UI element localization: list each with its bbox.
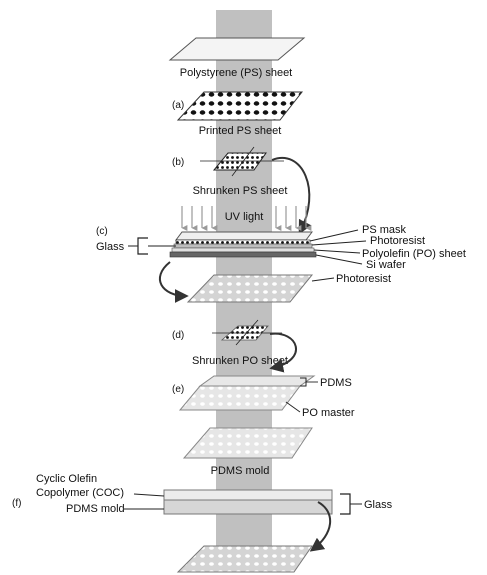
ps-sheet — [168, 37, 306, 61]
step-a-label: (a) — [172, 100, 184, 111]
shrunken-po-label: Shrunken PO sheet — [192, 355, 288, 367]
pdms-mold-label: PDMS mold — [211, 465, 270, 477]
photoresist-pattern-label: Photoresist — [336, 273, 391, 285]
glass-label-c: Glass — [96, 241, 125, 253]
step-b-label: (b) — [172, 157, 184, 168]
pdms-layer — [198, 375, 316, 387]
shrink-indicator-line — [231, 146, 255, 177]
printed-ps-sheet — [176, 91, 304, 121]
step-e-label: (e) — [172, 384, 184, 395]
glass-label-f: Glass — [364, 499, 393, 511]
transfer-arrow — [158, 261, 189, 303]
final-device — [176, 545, 313, 573]
ps-sheet-label: Polystyrene (PS) sheet — [180, 67, 293, 79]
step-f-label: (f) — [12, 498, 21, 509]
step-d-label: (d) — [172, 330, 184, 341]
po-sheet-layer — [171, 247, 315, 253]
photoresist-callout — [311, 277, 335, 282]
pdms-mold-label-f: PDMS mold — [66, 503, 125, 515]
printed-ps-label: Printed PS sheet — [199, 125, 282, 137]
photoresist-pattern-sheet — [186, 274, 314, 303]
shrunken-ps-label: Shrunken PS sheet — [193, 185, 288, 197]
po-master-label: PO master — [302, 407, 355, 419]
po-master — [178, 385, 301, 411]
shrunken-ps-sheet — [212, 152, 267, 171]
coc-label-line1: Cyclic Olefin — [36, 473, 97, 485]
shrink-indicator-line — [235, 319, 259, 346]
pdms-mold-layer-f — [163, 499, 333, 515]
step-c-label: (c) — [96, 226, 108, 237]
pdms-label: PDMS — [320, 377, 352, 389]
po-sheet-label: Polyolefin (PO) sheet — [362, 248, 466, 260]
glass-layer — [175, 231, 313, 241]
transfer-arrow — [309, 501, 332, 552]
photoresist-layer-label: Photoresist — [370, 235, 425, 247]
uv-light-label: UV light — [225, 211, 264, 223]
callout-lines — [309, 229, 367, 265]
glass-bracket-f — [340, 493, 351, 515]
po-master-callout — [285, 401, 301, 413]
si-wafer-layer — [169, 251, 317, 258]
transfer-arrow — [269, 332, 297, 373]
coc-callout — [133, 493, 165, 497]
coc-layer — [163, 489, 333, 501]
ps-mask-layer — [175, 239, 311, 245]
glass-bracket — [137, 237, 148, 255]
ps-mask-label: PS mask — [362, 224, 407, 236]
si-wafer-label: Si wafer — [366, 259, 406, 271]
photoresist-layer — [173, 243, 313, 249]
pdms-mold — [182, 427, 313, 459]
uv-light-arrows — [181, 206, 312, 231]
coc-label-line2: Copolymer (COC) — [36, 487, 124, 499]
